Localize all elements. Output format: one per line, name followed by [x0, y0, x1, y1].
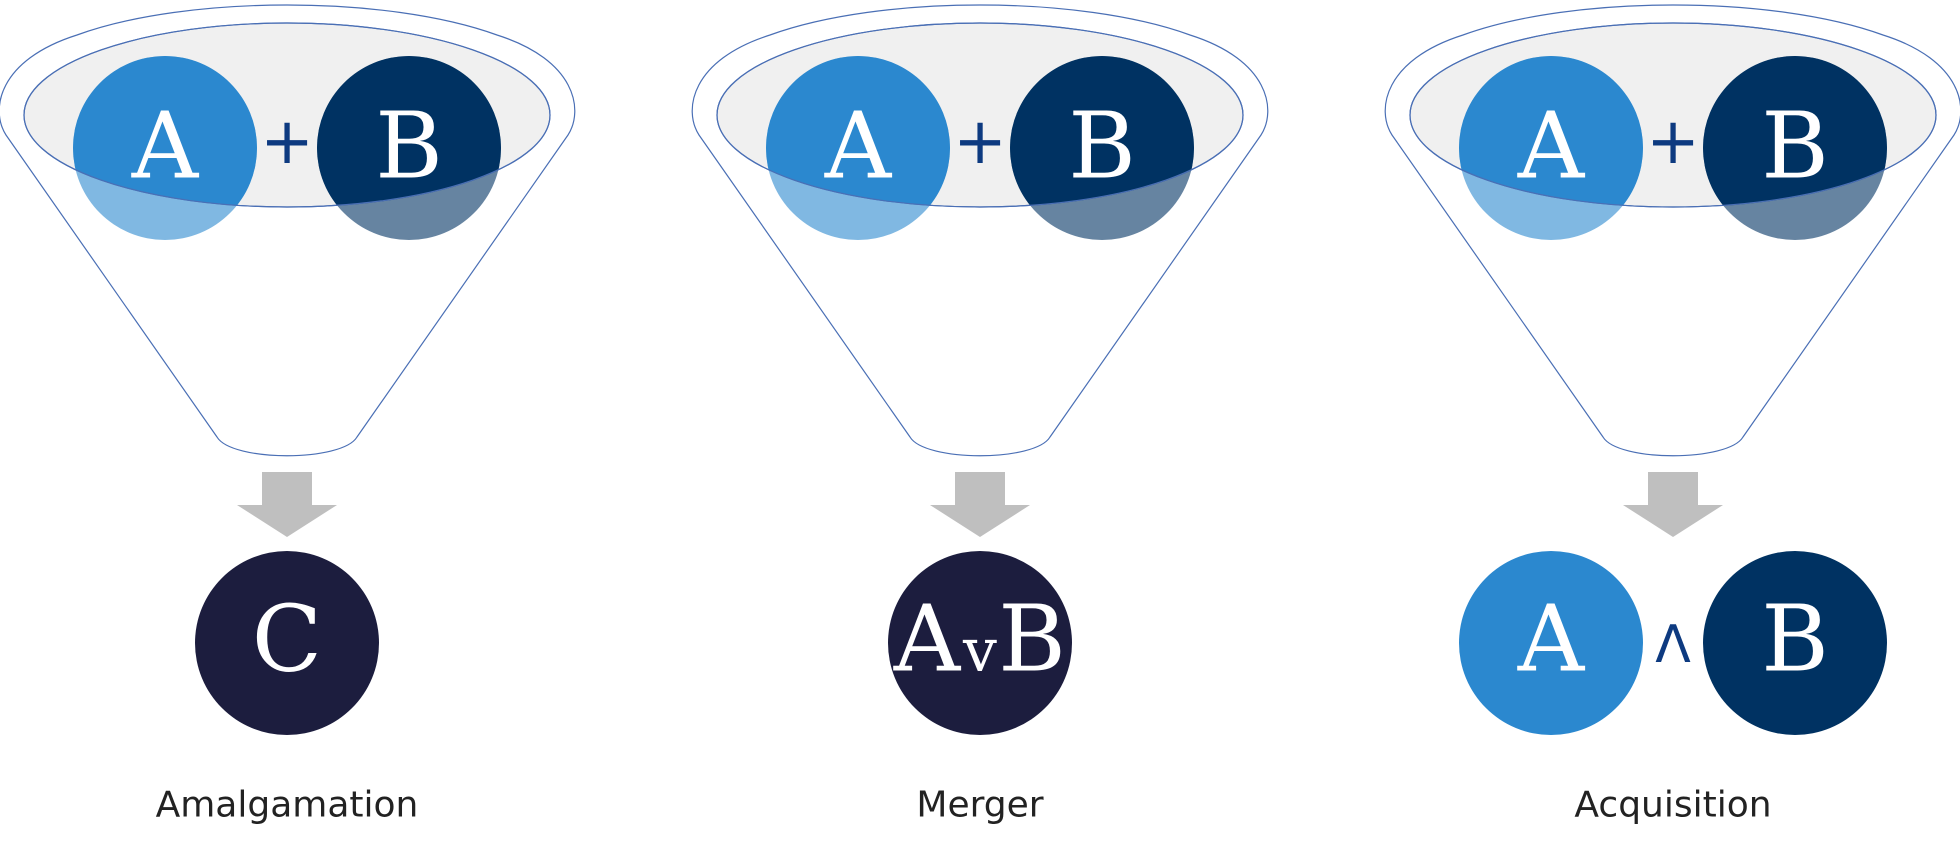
result-right-label: B	[1761, 586, 1829, 693]
result-circle	[888, 551, 1072, 735]
result-right-label: B	[998, 586, 1066, 693]
result-b-circle	[1703, 551, 1887, 735]
panel-caption: Acquisition	[1574, 785, 1771, 826]
input-operator: +	[1646, 105, 1700, 179]
down-arrow-icon	[237, 472, 337, 537]
input-b-label: B	[1068, 93, 1136, 200]
down-arrow-icon	[930, 472, 1030, 537]
input-operator: +	[953, 105, 1007, 179]
input-b-label: B	[1761, 93, 1829, 200]
input-a-label: A	[1517, 93, 1586, 200]
result-operator: Λ	[1655, 615, 1691, 675]
result-a-circle	[1459, 551, 1643, 735]
result-left-label: A	[1517, 586, 1586, 693]
input-b-label: B	[375, 93, 443, 200]
panel-amalgamation: A B + C Amalgamation	[0, 4, 576, 826]
result-operator: v	[962, 616, 997, 686]
panel-acquisition: A B + A Λ B Acquisition	[1384, 4, 1960, 826]
input-a-label: A	[824, 93, 893, 200]
result-label: C	[252, 586, 322, 693]
result-left-label: A	[893, 586, 962, 693]
result-circle	[195, 551, 379, 735]
panel-caption: Merger	[916, 785, 1043, 826]
input-a-label: A	[131, 93, 200, 200]
input-operator: +	[260, 105, 314, 179]
panel-caption: Amalgamation	[156, 785, 419, 826]
down-arrow-icon	[1623, 472, 1723, 537]
